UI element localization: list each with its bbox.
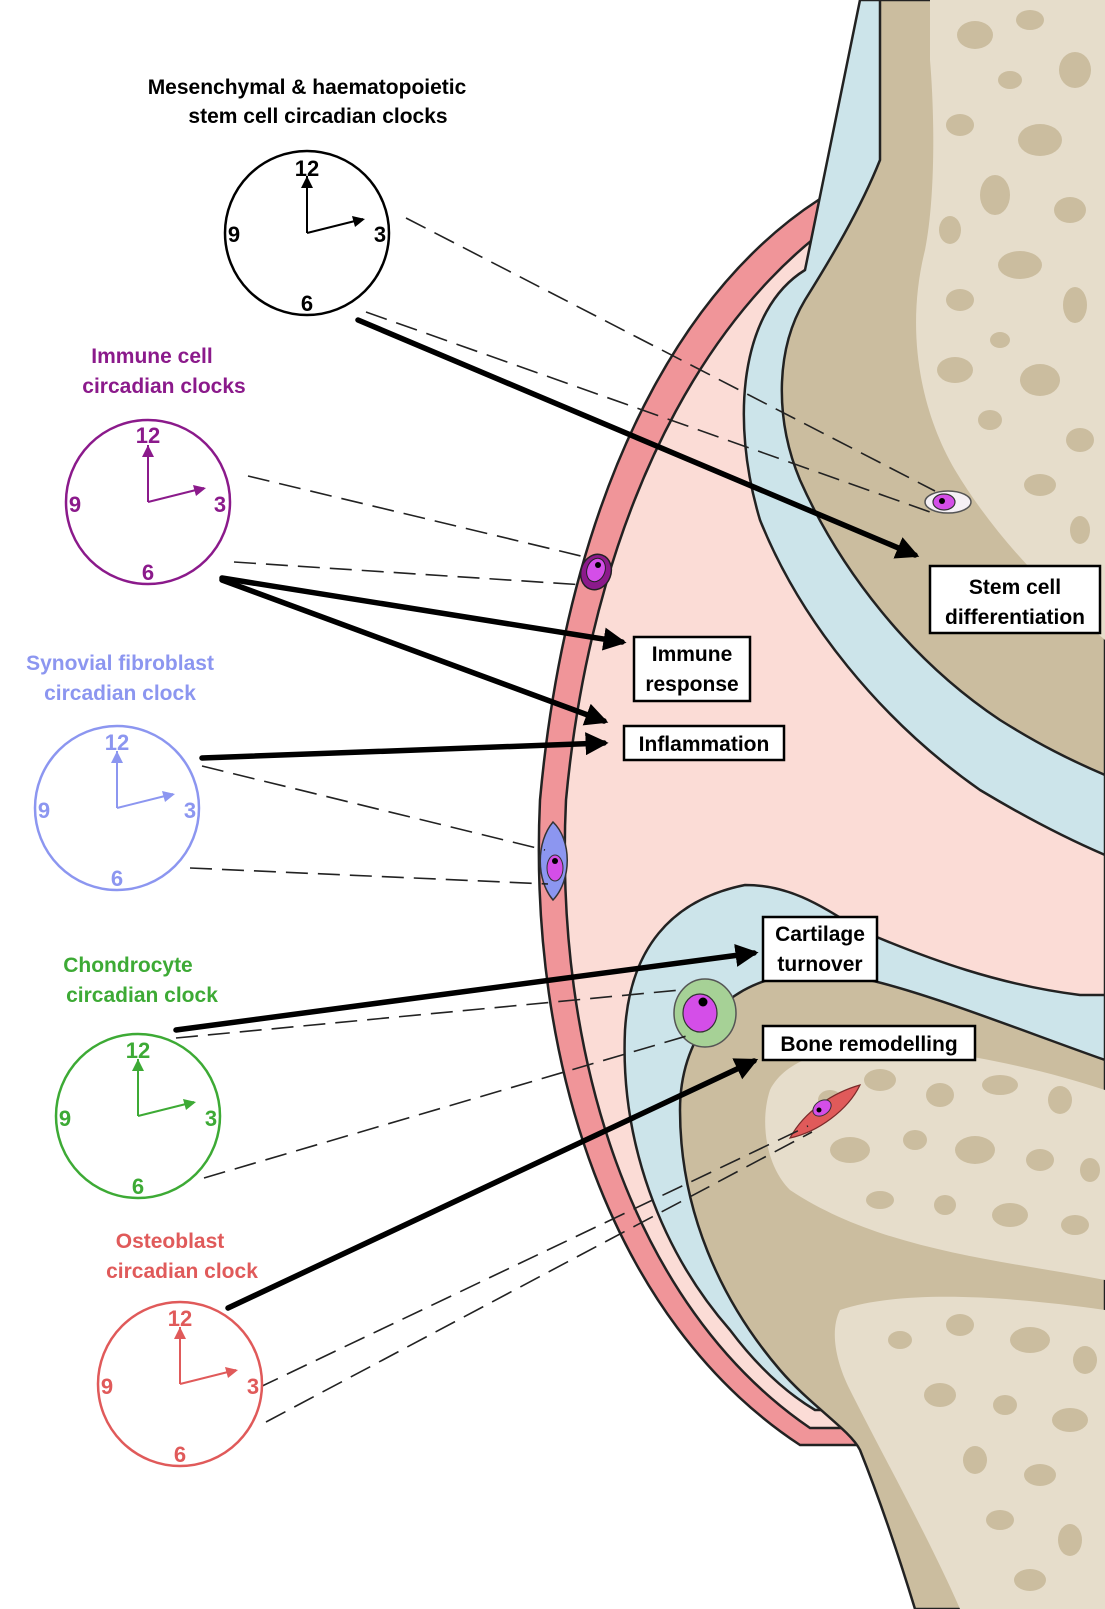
numeral-6: 6 — [111, 866, 123, 891]
clock-title-line-2: circadian clocks — [82, 375, 245, 398]
outcome-line-1: Immune — [652, 643, 733, 666]
clock-title-line-2: circadian clock — [44, 682, 196, 705]
numeral-3: 3 — [214, 492, 226, 517]
fibroblast-connector-2 — [190, 868, 548, 884]
outcome-line-2: response — [645, 673, 738, 696]
immune-connector-1 — [248, 476, 585, 557]
clock-osteoblast: Osteoblast circadian clock 12 3 6 9 — [98, 1230, 262, 1467]
clock-title-line-2: stem cell circadian clocks — [188, 105, 447, 128]
numeral-12: 12 — [136, 423, 160, 448]
stem-cell — [925, 491, 971, 513]
clock-stem: Mesenchymal & haematopoietic stem cell c… — [148, 76, 467, 316]
arrow-immune-to-inflammation — [222, 580, 604, 721]
clock-fibroblast: Synovial fibroblast circadian clock 12 3… — [26, 652, 214, 891]
outcome-inflammation: Inflammation — [624, 726, 784, 760]
clock-title-line-2: circadian clock — [66, 984, 218, 1007]
outcome-cartilage-turnover: Cartilage turnover — [763, 917, 877, 981]
clock-chondrocyte: Chondrocyte circadian clock 12 3 6 9 — [56, 954, 220, 1199]
clock-immune: Immune cell circadian clocks 12 3 6 9 — [66, 345, 246, 585]
numeral-6: 6 — [174, 1442, 186, 1467]
numeral-3: 3 — [205, 1106, 217, 1131]
numeral-3: 3 — [247, 1374, 259, 1399]
clock-title-line-1: Mesenchymal & haematopoietic — [148, 76, 467, 99]
numeral-3: 3 — [184, 798, 196, 823]
numeral-6: 6 — [301, 291, 313, 316]
clock-title-line-1: Osteoblast — [116, 1230, 225, 1253]
clock-title-line-1: Chondrocyte — [63, 954, 193, 977]
clock-title-line-1: Synovial fibroblast — [26, 652, 214, 675]
clock-title-line-2: circadian clock — [106, 1260, 258, 1283]
fibroblast-connector-1 — [202, 766, 545, 850]
outcome-line-1: Bone remodelling — [780, 1033, 957, 1056]
outcome-line-1: Inflammation — [639, 733, 770, 756]
numeral-9: 9 — [38, 798, 50, 823]
numeral-9: 9 — [69, 492, 81, 517]
outcome-stem-cell-differentiation: Stem cell differentiation — [930, 566, 1100, 633]
outcome-immune-response: Immune response — [634, 637, 750, 701]
numeral-9: 9 — [101, 1374, 113, 1399]
numeral-9: 9 — [228, 222, 240, 247]
arrow-immune-to-immune-response — [222, 578, 622, 642]
numeral-9: 9 — [59, 1106, 71, 1131]
clock-title-line-1: Immune cell — [91, 345, 212, 368]
numeral-6: 6 — [142, 560, 154, 585]
outcome-line-1: Cartilage — [775, 923, 865, 946]
outcome-bone-remodelling: Bone remodelling — [763, 1026, 975, 1060]
immune-connector-2 — [234, 562, 585, 585]
outcome-line-2: differentiation — [945, 606, 1085, 629]
outcome-line-1: Stem cell — [969, 576, 1061, 599]
joint-anatomy — [539, 0, 1105, 1609]
numeral-6: 6 — [132, 1174, 144, 1199]
outcome-line-2: turnover — [777, 953, 862, 976]
numeral-3: 3 — [374, 222, 386, 247]
